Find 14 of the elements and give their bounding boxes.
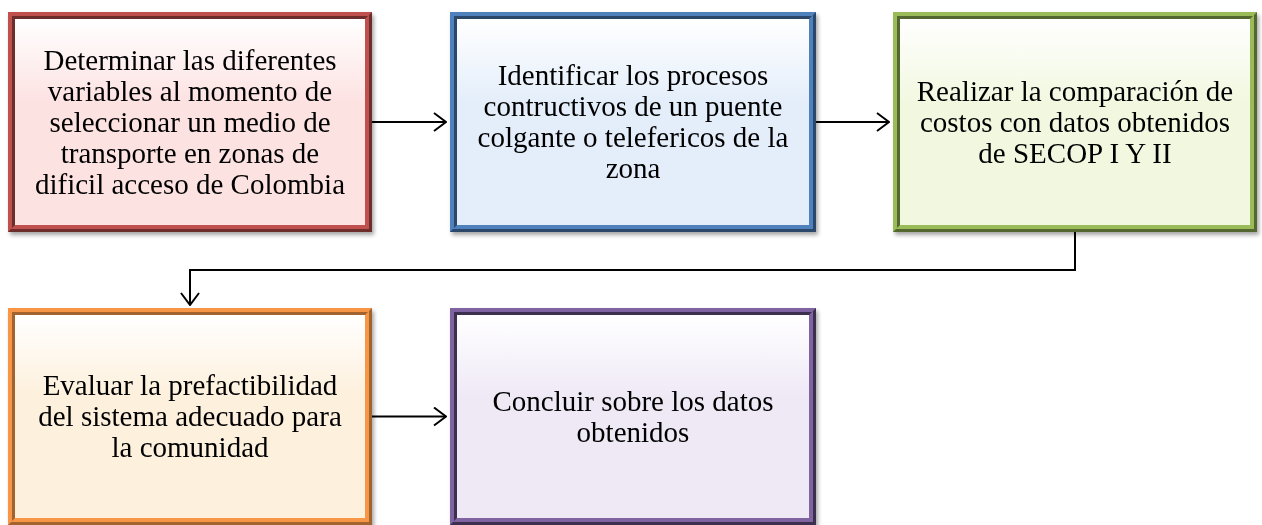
process-box	[450, 308, 816, 525]
step-text: Identificar los procesos contructivos de un puente colgante o telefericos de la zona	[476, 60, 790, 184]
arrow	[815, 112, 890, 132]
arrow	[371, 112, 447, 132]
step-text: Concluir sobre los datos obtenidos	[491, 385, 775, 448]
process-box	[450, 12, 816, 232]
arrow	[180, 231, 1076, 306]
step-text: Realizar la comparación de costos con datos obtenidos de SECOP I Y II	[915, 75, 1235, 169]
process-box	[8, 12, 372, 232]
step-text: Determinar las diferentes variables al momento de seleccionar un medio de transporte en zonas de dificil acceso de Colombia	[33, 44, 346, 200]
process-box	[8, 308, 372, 525]
arrow	[371, 406, 447, 427]
process-box	[893, 12, 1257, 232]
step-text: Evaluar la prefactibilidad del sistema adecuado para la comunidad	[37, 370, 343, 463]
